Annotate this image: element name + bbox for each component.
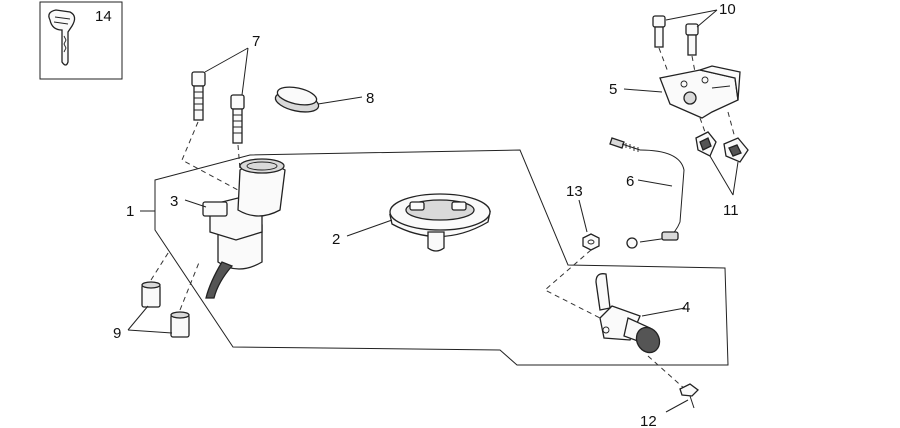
cable-6 [609, 137, 685, 249]
callout-3: 3 [170, 193, 178, 210]
nut-13 [582, 233, 600, 251]
callout-6: 6 [626, 173, 634, 190]
ignition-switch [202, 158, 286, 299]
lock-bracket-5 [659, 65, 741, 119]
callout-7: 7 [252, 33, 260, 50]
bush-9-upper [141, 281, 161, 308]
screw-10-left [652, 15, 666, 48]
seat-lock-4 [595, 273, 661, 354]
screw-10-right [685, 23, 699, 56]
callout-4: 4 [682, 299, 690, 316]
callout-2: 2 [332, 231, 340, 248]
key-icon [48, 9, 76, 66]
callout-11: 11 [723, 202, 739, 219]
callout-13: 13 [566, 183, 583, 200]
callout-10: 10 [719, 1, 736, 18]
callout-8: 8 [366, 90, 374, 107]
callout-5: 5 [609, 81, 617, 98]
screw-12 [679, 383, 699, 409]
callout-12: 12 [640, 413, 657, 428]
clip-11-left [695, 131, 717, 157]
key-inset: 14 [39, 1, 123, 80]
ring-8 [274, 86, 320, 113]
callout-1: 1 [126, 203, 134, 220]
screw-7-right [230, 94, 245, 144]
kit-outline-main [154, 149, 729, 366]
screw-7-left [191, 71, 206, 121]
clip-11-right [723, 137, 749, 163]
callout-9: 9 [113, 325, 121, 342]
bush-9-lower [170, 311, 190, 338]
fuel-cap-2 [389, 193, 491, 252]
callout-14: 14 [95, 8, 112, 25]
